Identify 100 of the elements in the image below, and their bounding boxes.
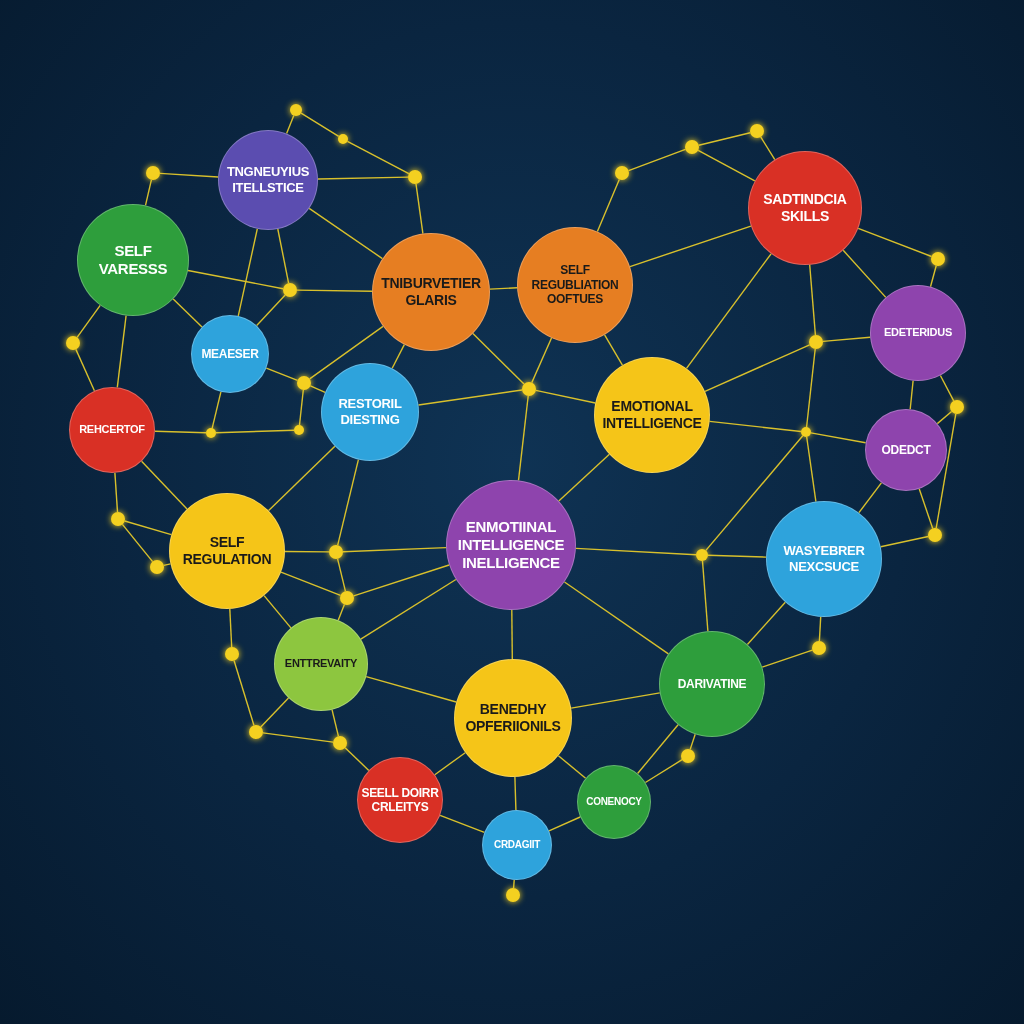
connector-line <box>842 249 887 299</box>
circle-label: SELF REGUBLIATION OOFTUES <box>530 263 620 307</box>
connector-line <box>337 458 360 546</box>
connector-line <box>880 535 929 548</box>
connector-line <box>935 413 957 529</box>
circle-label: EMOTIONAL INTELLIGENCE <box>601 398 703 432</box>
connector-line <box>296 289 373 292</box>
connector-line <box>337 603 346 621</box>
connector-line <box>535 389 596 404</box>
circle-label: ENTTREVAITY <box>283 657 359 671</box>
junction-dot <box>111 512 125 526</box>
circle-label: TNGNEUYIUS ITELLSTICE <box>225 164 311 196</box>
connector-line <box>365 676 457 703</box>
connector-line <box>918 488 934 530</box>
junction-dot <box>931 252 945 266</box>
connector-line <box>229 608 233 648</box>
connector-line <box>260 697 290 728</box>
connector-line <box>163 563 172 567</box>
junction-dot <box>615 166 629 180</box>
connector-line <box>415 183 424 235</box>
junction-dot <box>928 528 942 542</box>
junction-dot <box>506 888 520 902</box>
connector-line <box>277 228 290 284</box>
connector-line <box>858 482 883 514</box>
connector-line <box>548 816 581 832</box>
junction-dot <box>522 382 536 396</box>
connector-line <box>434 752 466 776</box>
junction-dot <box>408 170 422 184</box>
junction-dot <box>812 641 826 655</box>
junction-dot <box>294 425 304 435</box>
circle-label: REHCERTOF <box>78 423 146 437</box>
connector-line <box>187 269 284 290</box>
connector-line <box>309 325 384 380</box>
junction-dot <box>340 591 354 605</box>
connector-line <box>233 660 255 726</box>
connector-line <box>309 385 326 393</box>
connector-line <box>114 472 119 513</box>
circle-label: SELF VARESSS <box>97 242 169 278</box>
connector-line <box>353 564 450 597</box>
connector-line <box>154 430 207 434</box>
connector-line <box>439 814 485 834</box>
connector-line <box>627 148 687 172</box>
connector-line <box>472 332 525 385</box>
connector-line <box>936 410 953 425</box>
connector-line <box>172 298 203 328</box>
connector-line <box>159 172 219 178</box>
junction-dot <box>338 134 348 144</box>
connector-line <box>300 112 340 138</box>
connector-line <box>704 344 811 393</box>
connector-line <box>360 578 457 640</box>
connector-line <box>417 389 523 406</box>
junction-dot <box>150 560 164 574</box>
connector-line <box>342 546 447 553</box>
connector-line <box>761 649 814 668</box>
topic-circle <box>577 765 651 839</box>
connector-line <box>116 314 127 388</box>
connector-line <box>701 560 709 632</box>
junction-dot <box>696 549 708 561</box>
connector-line <box>344 747 370 772</box>
connector-line <box>336 558 347 592</box>
junction-dot <box>146 166 160 180</box>
circle-label: BENEDHY OPFERIIONILS <box>464 701 562 735</box>
junction-dot <box>283 283 297 297</box>
connector-line <box>262 732 334 743</box>
connector-line <box>810 432 867 444</box>
connector-line <box>760 136 776 161</box>
connector-line <box>575 547 697 556</box>
connector-line <box>689 733 696 751</box>
connector-line <box>603 334 624 366</box>
connector-line <box>629 225 752 268</box>
circle-label: ODEDCT <box>880 442 932 458</box>
connector-line <box>331 709 340 737</box>
connector-line <box>121 523 154 563</box>
connector-line <box>857 227 933 258</box>
junction-dot <box>290 104 302 116</box>
junction-dot <box>329 545 343 559</box>
connector-line <box>636 724 679 775</box>
connector-line <box>707 554 767 558</box>
connector-line <box>708 420 802 433</box>
circle-label: CONENOCY <box>585 796 643 808</box>
connector-line <box>76 304 101 338</box>
connector-line <box>489 287 518 290</box>
connector-line <box>514 776 517 811</box>
circle-label: CRDAGIIT <box>493 839 542 851</box>
connector-line <box>75 348 96 392</box>
connector-line <box>284 550 330 553</box>
connector-line <box>211 391 222 429</box>
connector-line <box>391 343 405 369</box>
circle-label: MEAESER <box>200 346 260 362</box>
junction-dot <box>950 400 964 414</box>
connector-line <box>140 460 188 510</box>
circle-label: TNIBURVETIER GLARIS <box>381 275 481 309</box>
connector-line <box>308 207 384 260</box>
circle-label: EDETERIDUS <box>883 326 953 340</box>
junction-dot <box>750 124 764 138</box>
connector-line <box>698 132 751 146</box>
junction-dot <box>801 427 811 437</box>
connector-line <box>517 395 529 482</box>
junction-dot <box>66 336 80 350</box>
circle-label: SELF REGULATION <box>181 534 273 568</box>
